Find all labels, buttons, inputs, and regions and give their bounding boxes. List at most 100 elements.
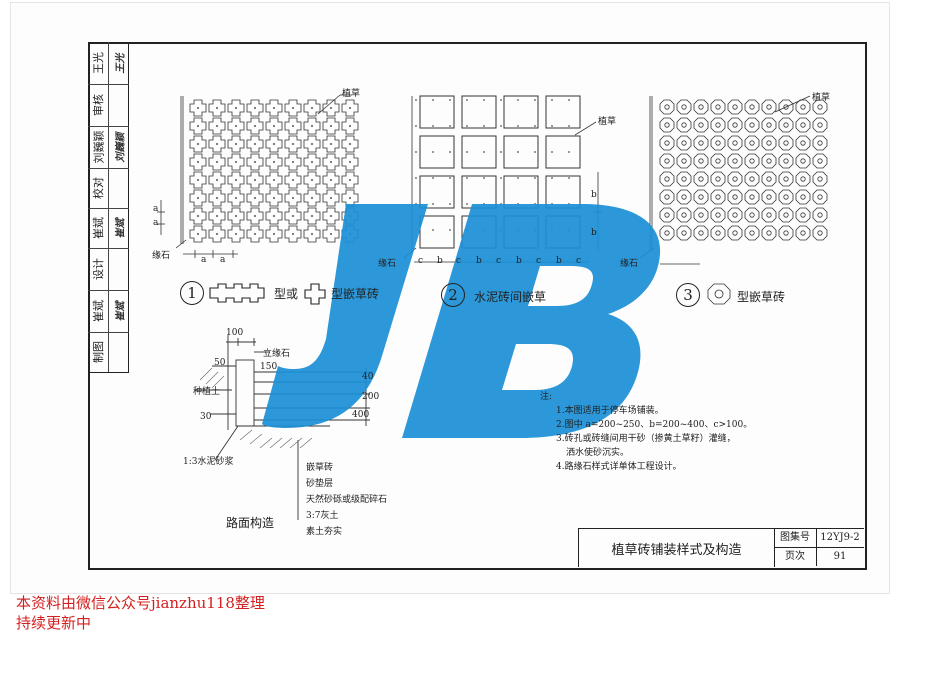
sb-cell: 刘巍颖 xyxy=(88,126,108,169)
paver-hole xyxy=(766,230,772,236)
grass-dot xyxy=(349,125,351,127)
grass-dot xyxy=(216,179,218,181)
grass-dot xyxy=(292,107,294,109)
sb-cell: 校对 xyxy=(88,168,108,209)
cross-paver xyxy=(265,135,283,153)
cross-paver xyxy=(265,225,283,243)
dim-150: 150 xyxy=(260,362,278,372)
sb-sign: 崔斌 xyxy=(108,290,129,333)
paver-hole xyxy=(749,122,755,128)
drawing-title: 植草砖铺装样式及构造 xyxy=(579,529,775,567)
cement-block xyxy=(545,95,581,129)
octagon-paver xyxy=(676,189,692,205)
grass-dot xyxy=(216,161,218,163)
grass-dot xyxy=(235,125,237,127)
octagon-paver xyxy=(744,225,760,241)
grass-dot xyxy=(235,215,237,217)
grass-dot xyxy=(330,197,332,199)
octagon-paver xyxy=(727,207,743,223)
cross-paver xyxy=(322,189,340,207)
paver-hole xyxy=(664,122,670,128)
octagon-paver xyxy=(676,117,692,133)
atlas-key: 图集号 xyxy=(774,529,817,548)
grass-dot xyxy=(197,125,199,127)
paver-hole xyxy=(817,194,823,200)
dim-50: 50 xyxy=(214,358,226,368)
paver-hole xyxy=(749,194,755,200)
grass-dot xyxy=(254,161,256,163)
cross-paver xyxy=(284,207,302,225)
dim-400: 400 xyxy=(352,410,370,420)
grass-dot xyxy=(449,99,451,101)
paver-hole xyxy=(732,230,738,236)
sb-cell: 崔斌 xyxy=(88,290,108,333)
grass-dot xyxy=(216,107,218,109)
paver-hole xyxy=(766,194,772,200)
cross-paver xyxy=(284,153,302,171)
grass-dot xyxy=(349,179,351,181)
octagon-paver xyxy=(744,135,760,151)
paver-hole xyxy=(698,230,704,236)
octagon-paver xyxy=(812,135,828,151)
cross-paver xyxy=(189,135,207,153)
octagon-paver xyxy=(710,135,726,151)
paver-hole xyxy=(698,212,704,218)
paver-hole xyxy=(715,140,721,146)
figure3-pattern xyxy=(659,99,828,241)
cross-paver xyxy=(189,207,207,225)
octagon-paver xyxy=(761,207,777,223)
grass-dot xyxy=(311,233,313,235)
cross-paver xyxy=(227,135,245,153)
grass-dot xyxy=(349,143,351,145)
cross-paver xyxy=(227,153,245,171)
octagon-paver xyxy=(727,189,743,205)
paver-hole xyxy=(681,176,687,182)
grass-dot xyxy=(483,177,485,179)
grass-dot xyxy=(235,107,237,109)
grass-dot xyxy=(254,143,256,145)
grass-dot xyxy=(500,125,502,127)
octagon-paver xyxy=(659,225,675,241)
paver-hole xyxy=(766,122,772,128)
paver-hole xyxy=(766,140,772,146)
octagon-paver xyxy=(710,99,726,115)
cross-paver xyxy=(303,171,321,189)
cross-paver xyxy=(208,171,226,189)
cross-paver xyxy=(227,225,245,243)
cross-paver xyxy=(265,207,283,225)
cross-paver xyxy=(227,117,245,135)
grass-dot xyxy=(273,125,275,127)
cross-paver xyxy=(322,153,340,171)
grass-dot xyxy=(466,203,468,205)
octagon-paver xyxy=(727,99,743,115)
octagon-paver xyxy=(812,153,828,169)
cross-paver xyxy=(189,171,207,189)
paver-hole xyxy=(698,104,704,110)
paver-hole xyxy=(664,158,670,164)
paver-hole xyxy=(783,140,789,146)
grass-dot xyxy=(349,197,351,199)
cross-paver xyxy=(303,135,321,153)
paver-hole xyxy=(664,194,670,200)
cross-paver xyxy=(246,207,264,225)
octagon-paver xyxy=(659,171,675,187)
grass-dot xyxy=(254,215,256,217)
note-item: 1.本图适用于停车场铺装。 xyxy=(556,406,664,416)
cross-paver xyxy=(341,171,359,189)
paver-hole xyxy=(817,104,823,110)
cross-paver xyxy=(246,135,264,153)
paver-hole xyxy=(800,212,806,218)
paver-hole xyxy=(732,212,738,218)
grass-dot xyxy=(254,179,256,181)
cross-paver xyxy=(189,189,207,207)
figure1-dims xyxy=(157,94,352,258)
grass-dot xyxy=(235,179,237,181)
paver-hole xyxy=(783,212,789,218)
figure1-pattern xyxy=(189,99,359,243)
grass-dot xyxy=(273,215,275,217)
octagon-paver xyxy=(812,225,828,241)
cross-paver xyxy=(265,171,283,189)
fig2-dim-b: b xyxy=(556,256,562,266)
fig2-dim-c: c xyxy=(496,256,502,266)
paver-hole xyxy=(749,140,755,146)
